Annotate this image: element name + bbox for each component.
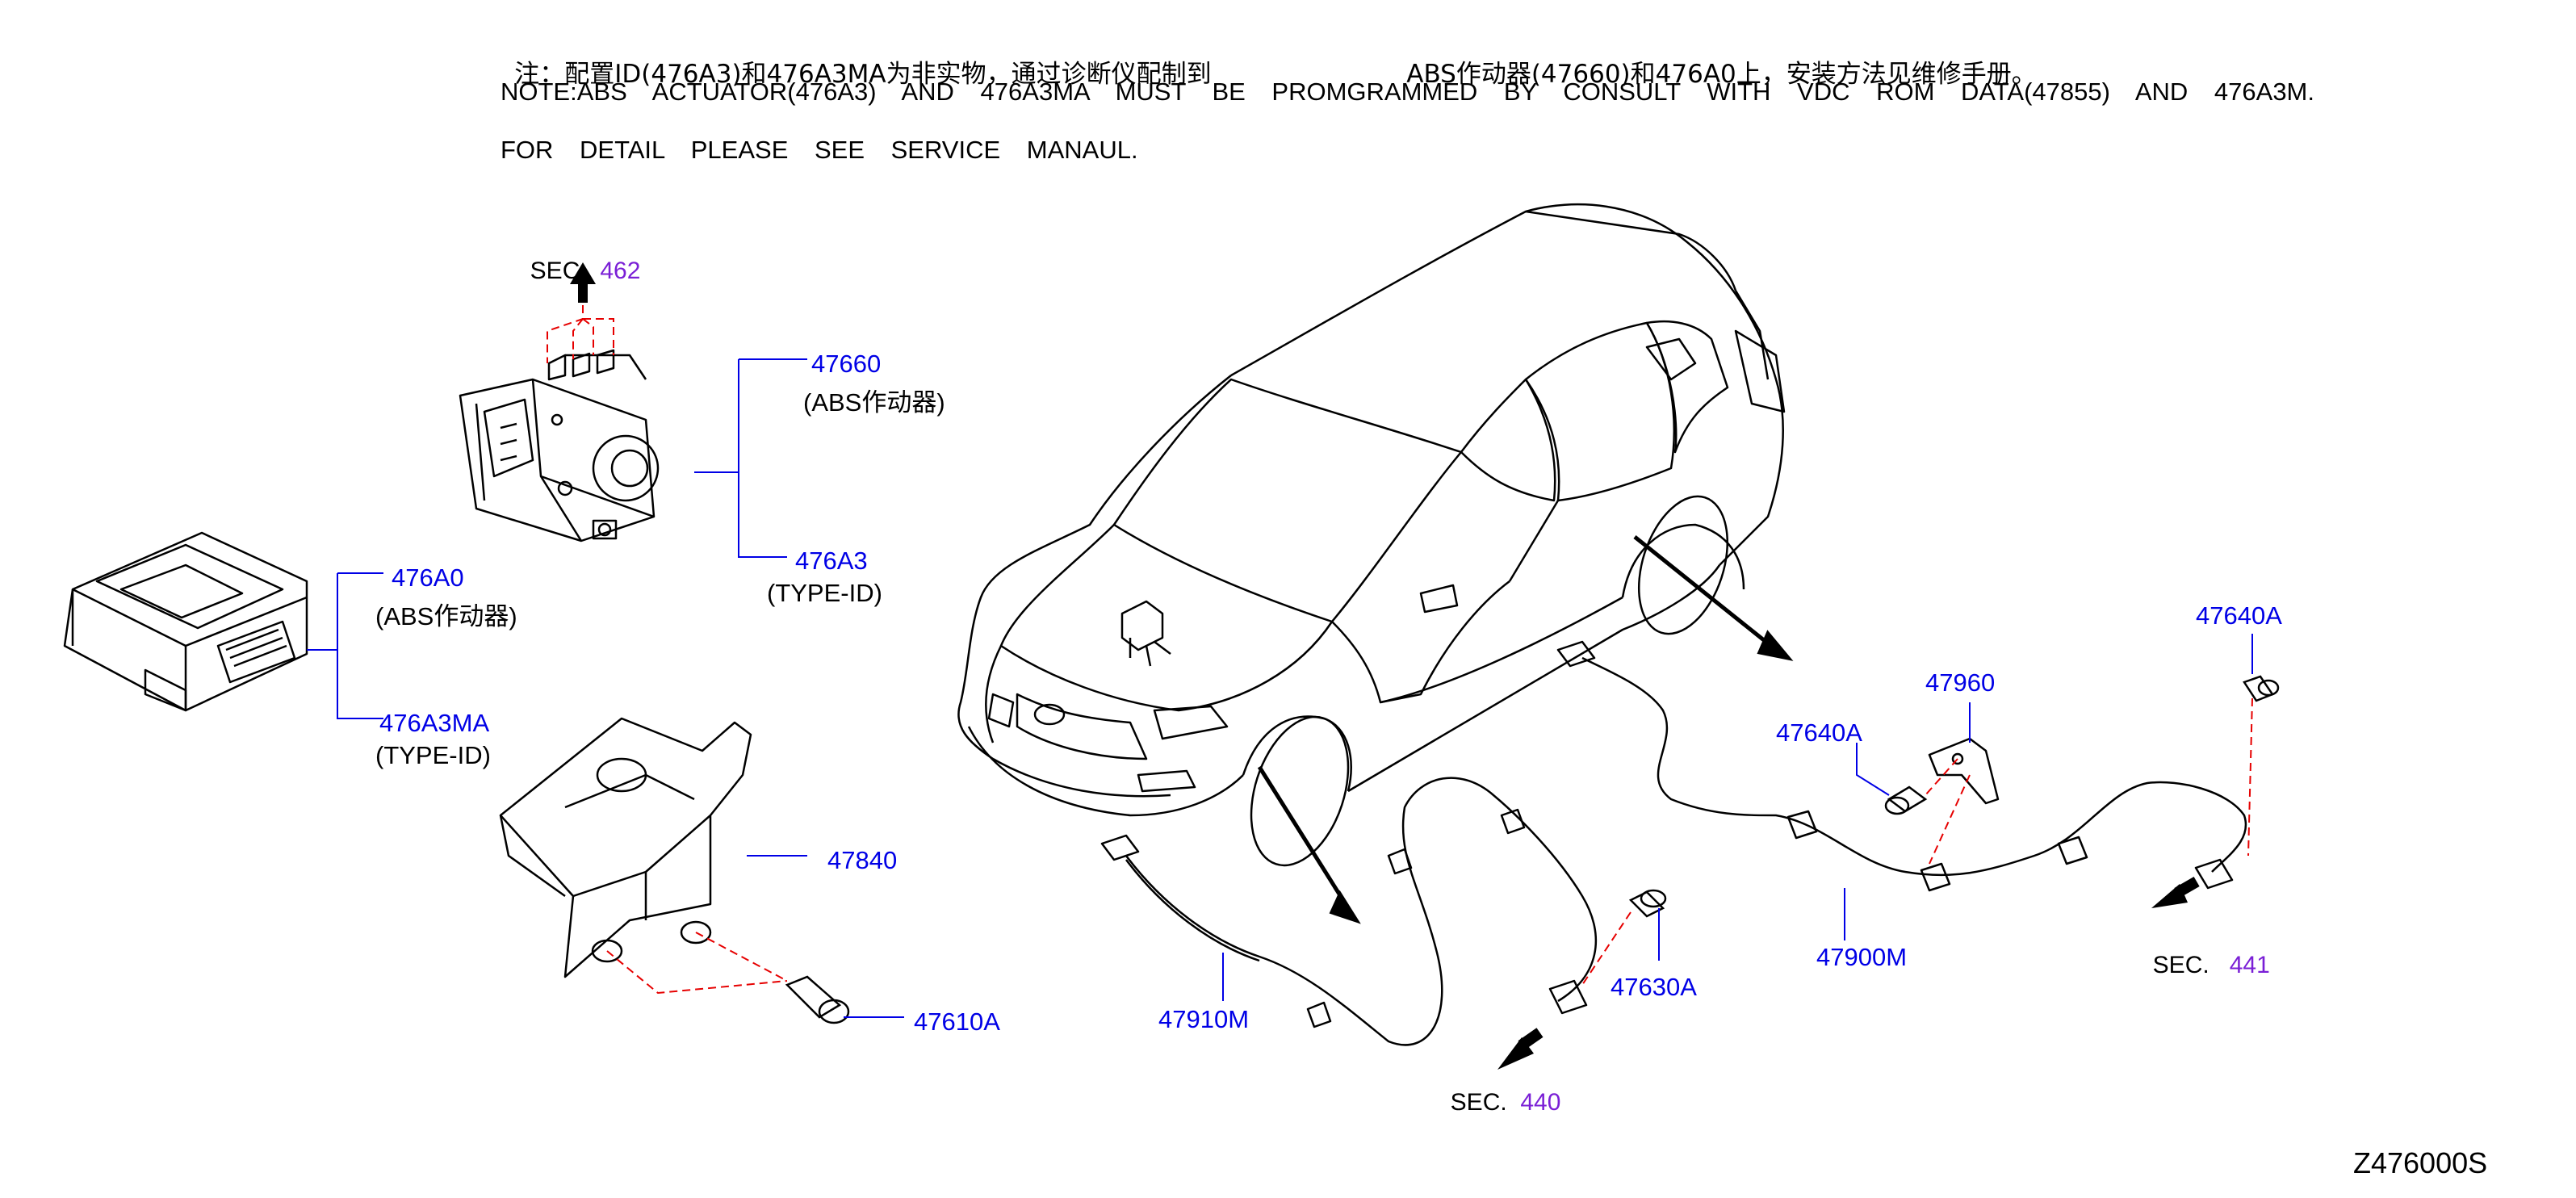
sec-440-number: 440	[1520, 1089, 1561, 1116]
rear-sensor-harness-47900M	[1556, 640, 2247, 892]
sec-462-arrow	[570, 262, 596, 303]
part-47630A: 47630A	[1611, 973, 1697, 1001]
sec-440-arrow	[1497, 1028, 1544, 1070]
part-476A0-desc: (ABS作动器)	[375, 602, 517, 630]
part-47660: 47660	[811, 350, 882, 378]
rear-bolt-47640A-left	[1884, 785, 1928, 815]
part-47640A-left: 47640A	[1776, 718, 1862, 747]
sec-440-reference: SEC. 440	[1437, 1062, 1561, 1116]
part-476A3MA-desc: (TYPE-ID)	[375, 741, 491, 769]
sec-462-reference: SEC. 462	[517, 230, 641, 285]
front-sensor-harness-47910M	[1100, 777, 1598, 1046]
part-476A3MA: 476A3MA	[379, 709, 490, 737]
front-sensor-dashes	[1581, 911, 1631, 986]
part-476A0: 476A0	[392, 563, 464, 592]
abs-actuator-47660	[459, 349, 660, 542]
vehicle-arrows	[1257, 535, 1794, 924]
front-sensor-bolt-47630A	[1628, 889, 1667, 918]
rear-bracket-47960	[1928, 737, 2000, 805]
note-en-line1: NOTE:ABS ACTUATOR(476A3) AND 476A3MA MUS…	[501, 77, 2314, 106]
note-cn-part2: ABS作动器(47660)和476A0上，安装方法见维修手册。	[1406, 60, 2037, 89]
sec-440-label: SEC.	[1450, 1089, 1507, 1116]
sec-462-number: 462	[600, 258, 641, 284]
part-47660-desc: (ABS作动器)	[803, 388, 945, 417]
note-cn-part1: 注：配置ID(476A3)和476A3MA为非实物，通过诊断仪配制到	[514, 60, 1212, 89]
drawing-code: Z476000S	[2353, 1146, 2488, 1179]
bracket-47840	[499, 717, 752, 978]
sec-441-arrow	[2151, 876, 2200, 908]
part-47960: 47960	[1925, 668, 1996, 697]
part-47910M: 47910M	[1158, 1005, 1250, 1033]
part-476A3-desc: (TYPE-ID)	[767, 579, 882, 607]
note-en-line2: FOR DETAIL PLEASE SEE SERVICE MANAUL.	[501, 136, 1138, 164]
leader-lines	[307, 358, 2253, 1018]
bracket-bolt-dashes	[606, 932, 788, 995]
rear-sensor-dashes	[1925, 697, 2253, 865]
control-unit-476A0	[63, 531, 308, 712]
part-47840: 47840	[827, 846, 898, 874]
rear-bolt-47640A-right	[2243, 675, 2280, 702]
actuator-connector-dashes	[547, 305, 614, 363]
sec-441-label: SEC.	[2152, 952, 2209, 978]
part-476A3: 476A3	[795, 547, 868, 575]
sec-441-number: 441	[2229, 952, 2270, 978]
sec-441-reference: SEC. 441	[2139, 924, 2270, 979]
part-47610A: 47610A	[914, 1007, 1000, 1036]
sec-462-label: SEC.	[530, 258, 587, 284]
bracket-bolt-47610A	[785, 975, 850, 1024]
part-47900M: 47900M	[1816, 943, 1908, 971]
vehicle-illustration	[957, 203, 1786, 867]
part-47640A-right: 47640A	[2196, 601, 2282, 630]
